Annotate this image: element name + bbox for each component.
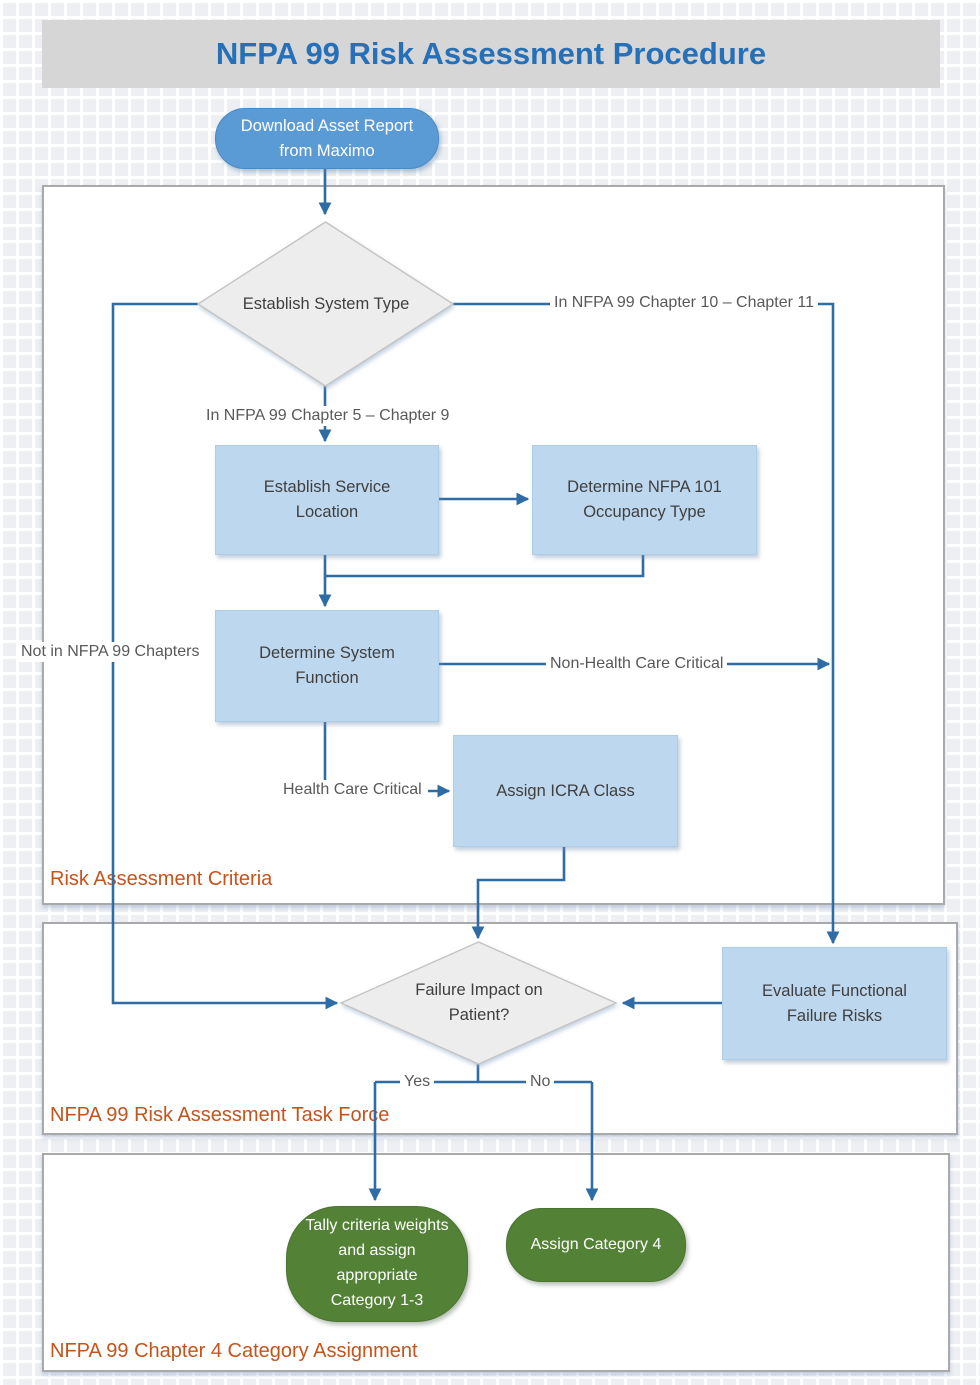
- edge-label-in-ch10-11: In NFPA 99 Chapter 10 – Chapter 11: [550, 293, 819, 313]
- decision-establish-system-type-shape: [196, 221, 455, 387]
- node-assign-icra-class: Assign ICRA Class: [453, 735, 678, 847]
- decision-failure-impact-label: Failure Impact on Patient?: [415, 981, 543, 1024]
- node-establish-service-location: Establish Service Location: [215, 445, 439, 555]
- node-label: Download Asset Report from Maximo: [240, 116, 414, 160]
- section-label-task-force: NFPA 99 Risk Assessment Task Force: [50, 1104, 390, 1126]
- edge-label-no: No: [526, 1072, 555, 1092]
- edge-icra-to-failure-impact: [471, 845, 566, 940]
- edge-label-not-in-chapters: Not in NFPA 99 Chapters: [17, 642, 204, 662]
- decision-failure-impact-shape: [339, 941, 618, 1065]
- node-label: Determine System Function: [259, 644, 395, 687]
- edge-label-non-health-care-critical: Non-Health Care Critical: [546, 654, 728, 674]
- node-label: Tally criteria weights and assign approp…: [305, 1217, 449, 1309]
- edge-label-in-ch5-9: In NFPA 99 Chapter 5 – Chapter 9: [202, 406, 454, 426]
- node-label: Evaluate Functional Failure Risks: [762, 981, 907, 1025]
- decision-establish-system-type-label: Establish System Type: [242, 294, 410, 313]
- section-label-criteria: Risk Assessment Criteria: [50, 868, 273, 890]
- node-determine-system-function: Determine System Function: [215, 610, 439, 722]
- edge-occupancy-merge: [325, 553, 645, 578]
- page-title: NFPA 99 Risk Assessment Procedure: [215, 36, 767, 71]
- node-tally-criteria: Tally criteria weights and assign approp…: [286, 1206, 468, 1322]
- node-label: Assign ICRA Class: [496, 781, 635, 800]
- node-assign-category-4: Assign Category 4: [506, 1208, 686, 1282]
- node-label: Assign Category 4: [530, 1235, 662, 1253]
- node-determine-occupancy-type: Determine NFPA 101 Occupancy Type: [532, 445, 757, 555]
- node-label: Establish Service Location: [263, 478, 391, 521]
- section-category-assignment: [42, 1153, 950, 1372]
- node-label: Determine NFPA 101 Occupancy Type: [567, 478, 722, 521]
- node-evaluate-functional-failure-risks: Evaluate Functional Failure Risks: [722, 947, 947, 1060]
- title-bar: NFPA 99 Risk Assessment Procedure: [42, 20, 940, 88]
- edge-label-yes: Yes: [400, 1072, 435, 1092]
- edge-ch10-11-to-evaluate: [453, 302, 840, 945]
- edge-label-health-care-critical: Health Care Critical: [279, 780, 426, 800]
- node-download-asset-report: Download Asset Report from Maximo: [215, 108, 439, 169]
- section-label-category-assignment: NFPA 99 Chapter 4 Category Assignment: [50, 1340, 418, 1362]
